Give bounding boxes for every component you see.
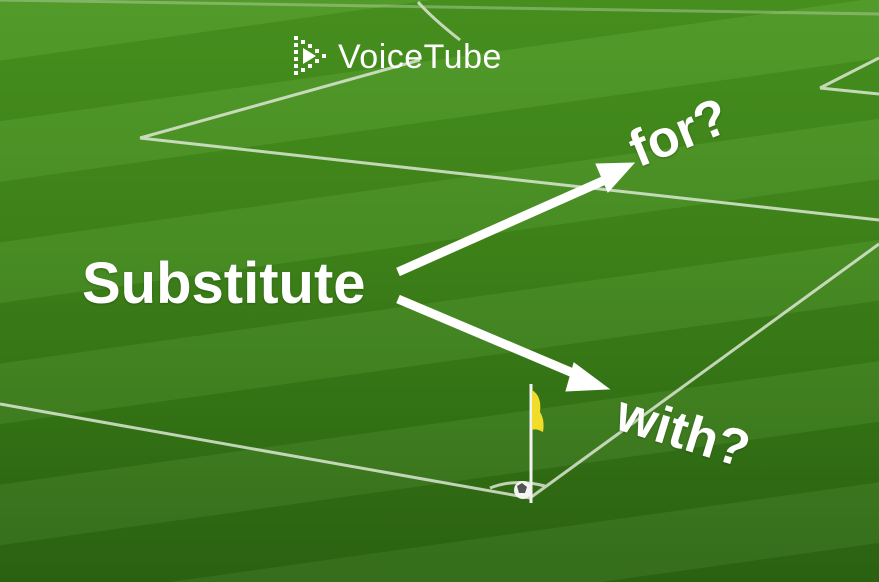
top-line bbox=[0, 0, 879, 16]
arrow-down-head bbox=[565, 362, 611, 392]
arc-line bbox=[416, 1, 461, 42]
ball-pattern bbox=[517, 483, 527, 493]
logo: VoiceTube bbox=[292, 34, 502, 80]
pitch-lines bbox=[0, 0, 879, 500]
touch-line bbox=[529, 242, 879, 500]
main-word: Substitute bbox=[82, 251, 366, 316]
far-line bbox=[819, 56, 879, 90]
goal-line bbox=[0, 402, 531, 500]
arrow-up-head bbox=[595, 162, 636, 193]
arrow-down-line bbox=[396, 294, 582, 381]
arrow-up-line bbox=[396, 175, 607, 277]
penalty-box-line bbox=[139, 136, 879, 222]
logo-text: VoiceTube bbox=[338, 37, 502, 76]
corner-arc bbox=[489, 481, 546, 490]
corner-flag bbox=[532, 390, 544, 432]
far-line-2 bbox=[819, 86, 879, 96]
box-side-line bbox=[139, 58, 421, 140]
play-triangle-icon bbox=[294, 36, 326, 75]
